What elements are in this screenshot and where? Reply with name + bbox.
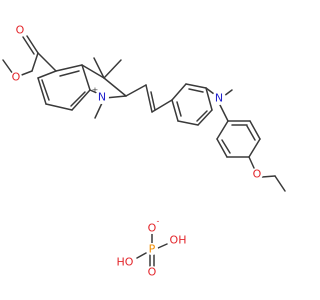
svg-text:HO: HO [117,256,134,269]
structure-diagram: O O N + N O P O - OH HO O [2,24,286,279]
indoline-benzene-ring [37,52,91,111]
phenyl-ring [171,83,213,126]
svg-text:O: O [12,71,21,84]
svg-text:O: O [148,266,157,279]
methyl-ester-group [2,35,39,77]
atom-label-indolium-n: N + [92,86,109,104]
svg-text:N: N [215,92,223,105]
atom-label-phosphate-o-minus: O - [146,217,160,235]
ethoxy-chain [248,156,286,192]
molecule-canvas: O O N + N O P O - OH HO O [2,23,286,279]
svg-text:O: O [148,222,157,235]
ethoxyphenyl-ring [216,120,261,158]
amine-substituents [205,87,233,122]
atom-label-phosphate-ho-left: HO [116,253,134,271]
negative-charge: - [157,217,160,226]
atom-label-ether-o: O [251,168,263,181]
atom-label-phosphate-o-double: O [146,266,158,279]
atom-label-ester-o: O [10,71,22,84]
atom-label-phosphate-oh-right: OH [169,231,187,249]
svg-text:O: O [253,168,262,181]
atom-label-ester-carbonyl-o: O [14,24,26,37]
svg-text:N: N [98,91,106,104]
svg-text:P: P [149,243,156,256]
phosphate-group [136,233,168,267]
atom-label-amine-n: N [212,91,226,105]
atom-label-phosphorus: P [146,243,158,256]
svg-text:OH: OH [170,234,187,247]
svg-text:O: O [16,24,25,37]
vinyl-linker [125,84,173,113]
positive-charge: + [92,86,99,95]
